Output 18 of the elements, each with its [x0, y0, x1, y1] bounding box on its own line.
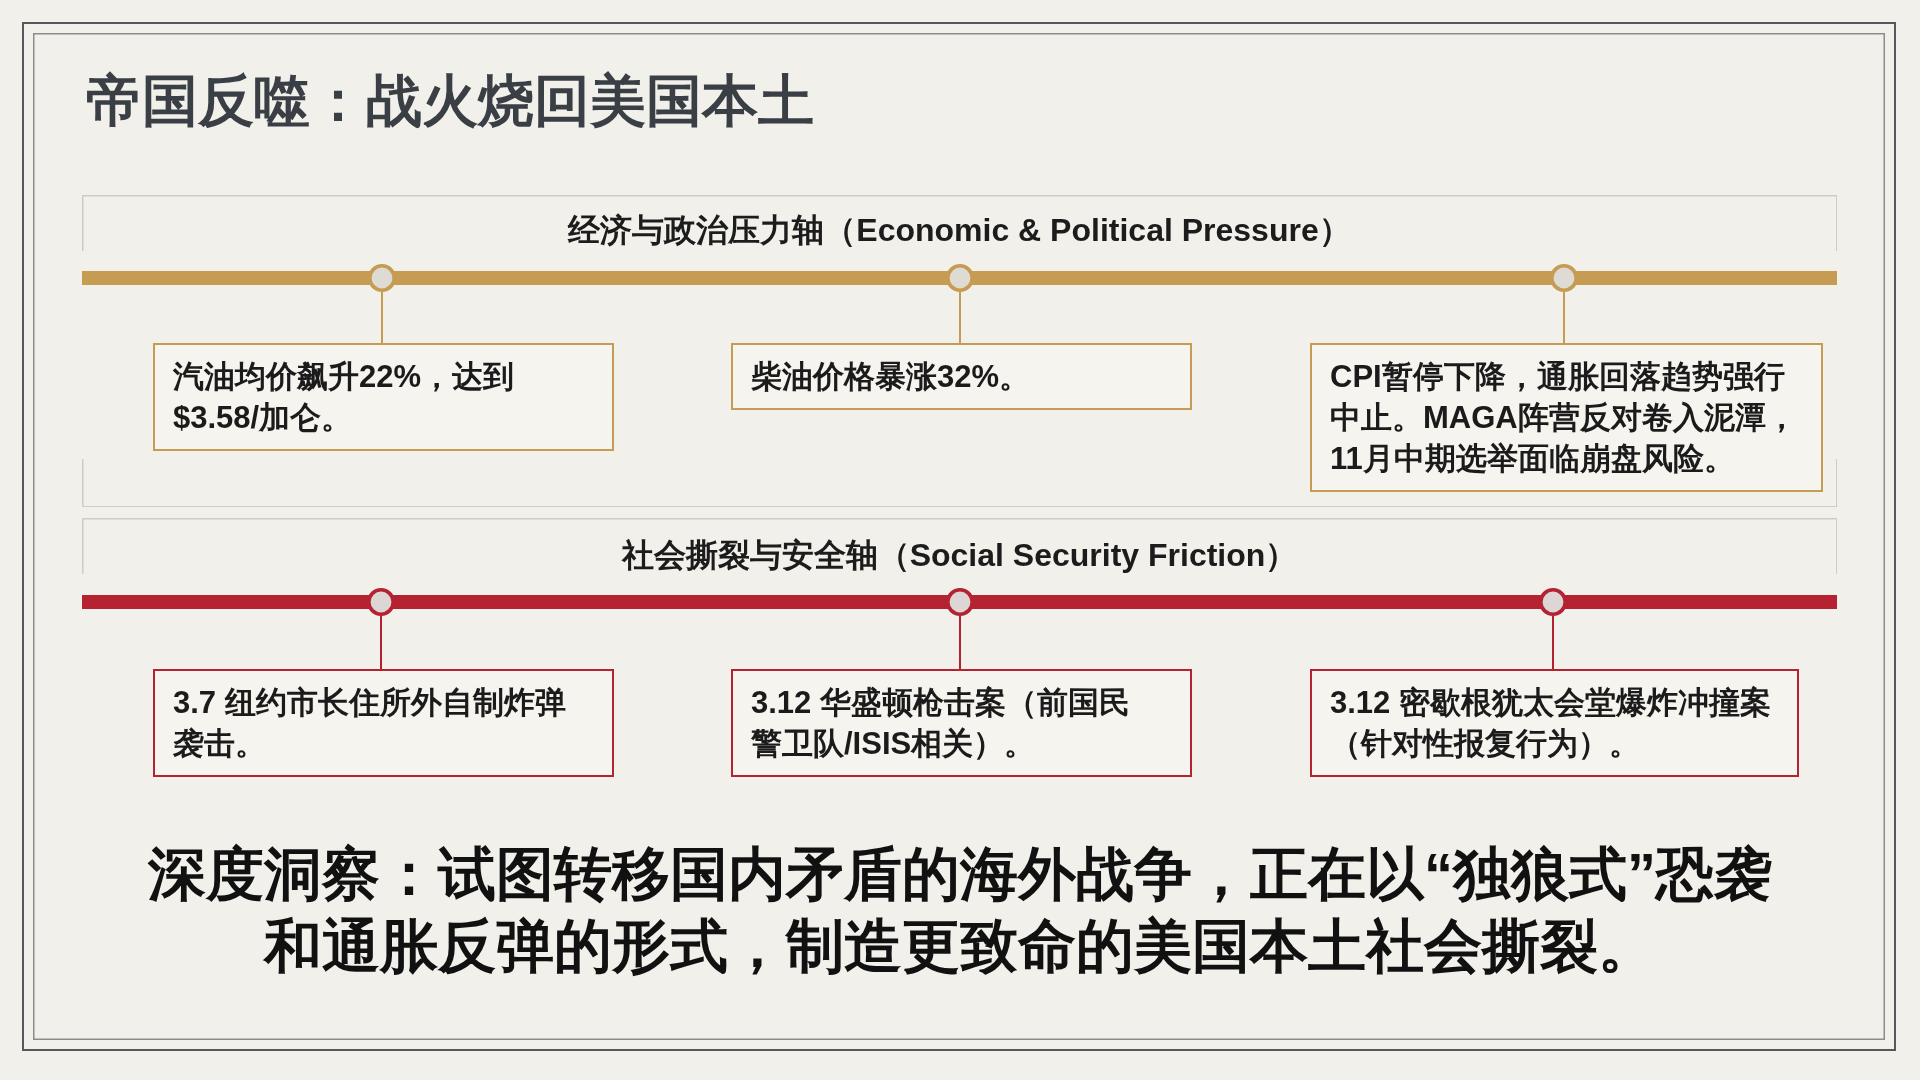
event-box: 3.7 纽约市长住所外自制炸弹袭击。: [153, 669, 614, 777]
timeline-bar: [82, 595, 1837, 609]
timeline-marker: [1550, 264, 1578, 292]
insight-text: 深度洞察：试图转移国内矛盾的海外战争，正在以“独狼式”恐袭和通胀反弹的形式，制造更致命的美国本土社会撕裂。: [146, 840, 1773, 980]
timeline-marker: [368, 264, 396, 292]
timeline-marker: [367, 588, 395, 616]
event-box: 3.12 华盛顿枪击案（前国民警卫队/ISIS相关）。: [731, 669, 1192, 777]
event-box: 3.12 密歇根犹太会堂爆炸冲撞案（针对性报复行为）。: [1310, 669, 1799, 777]
timeline-bar: [82, 271, 1837, 285]
timeline-marker: [946, 588, 974, 616]
event-box: CPI暂停下降，通胀回落趋势强行中止。MAGA阵营反对卷入泥潭，11月中期选举面临崩盘风险。: [1310, 343, 1823, 492]
event-box: 汽油均价飙升22%，达到$3.58/加仑。: [153, 343, 614, 451]
timeline-marker: [946, 264, 974, 292]
title: 帝国反噬：战火烧回美国本土: [86, 68, 814, 134]
event-box: 柴油价格暴涨32%。: [731, 343, 1192, 410]
axis-heading: 社会撕裂与安全轴（Social Security Friction）: [620, 536, 1299, 575]
timeline-marker: [1539, 588, 1567, 616]
axis-heading: 经济与政治压力轴（Economic & Political Pressure）: [566, 211, 1352, 250]
